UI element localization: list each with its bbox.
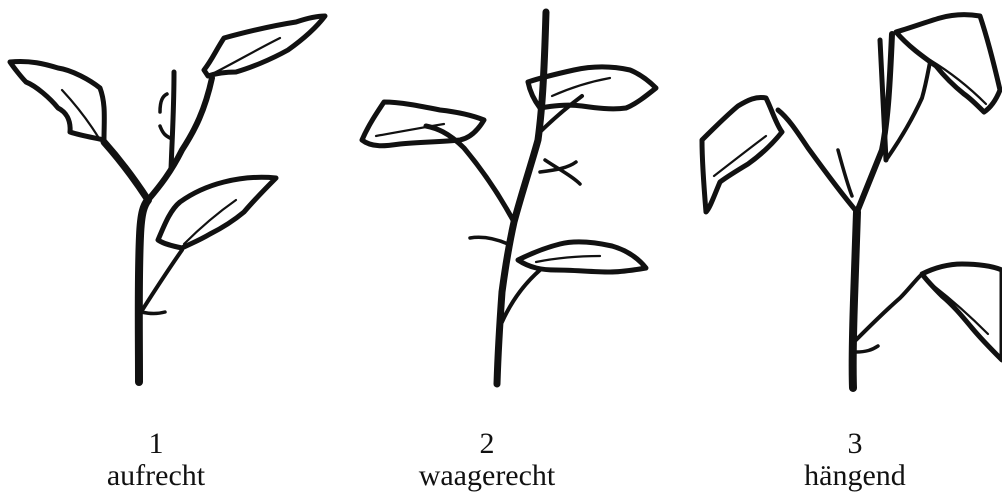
figure-label: waagerecht (418, 459, 556, 492)
figure-label: hängend (804, 459, 906, 492)
leaf-position-drawings (7, 8, 1002, 392)
plant-drawing-horizontal (359, 8, 659, 388)
plant-drawing-upright (7, 13, 328, 386)
figure-number: 1 (148, 427, 164, 460)
figure-number: 3 (847, 427, 863, 460)
caption-upright: 1 aufrecht (46, 428, 266, 492)
plant-drawing-hanging (699, 12, 1002, 392)
caption-hanging: 3 hängend (745, 428, 965, 492)
figure-number: 2 (479, 427, 495, 460)
caption-horizontal: 2 waagerecht (377, 428, 597, 492)
figure-label: aufrecht (106, 459, 206, 492)
